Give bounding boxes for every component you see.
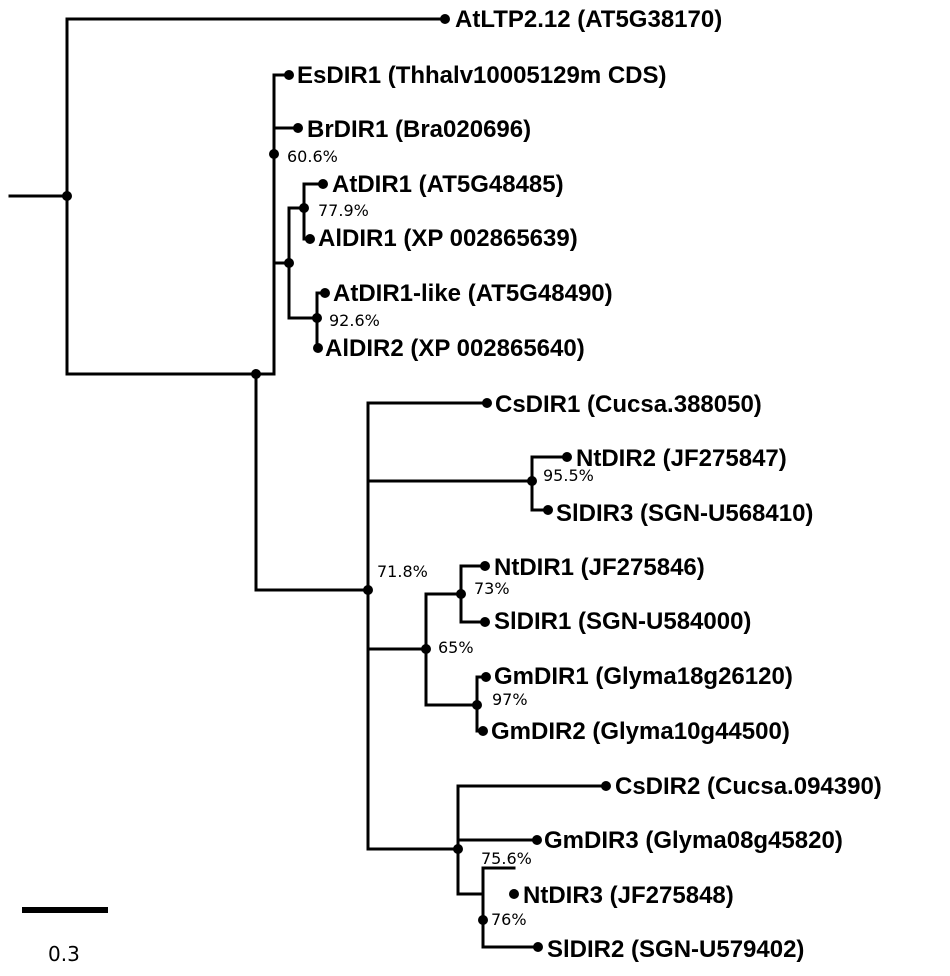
support-value-atdir1-aldir1: 77.9% bbox=[318, 201, 369, 220]
tree-node bbox=[299, 203, 309, 213]
leaf-labels: AtLTP2.12 (AT5G38170) EsDIR1 (Thhalv1000… bbox=[297, 6, 882, 963]
tree-node bbox=[509, 889, 519, 899]
leaf-label-atltp2-12: AtLTP2.12 (AT5G38170) bbox=[455, 6, 722, 33]
tree-node bbox=[562, 452, 572, 462]
tree-node bbox=[421, 644, 431, 654]
tree-node bbox=[478, 915, 488, 925]
tree-node bbox=[533, 942, 543, 952]
scale-bar-label: 0.3 bbox=[48, 942, 80, 966]
tree-node bbox=[527, 476, 537, 486]
tree-node bbox=[269, 149, 279, 159]
leaf-label-gmdir1: GmDIR1 (Glyma18g26120) bbox=[494, 663, 793, 690]
leaf-label-sldir3: SlDIR3 (SGN-U568410) bbox=[556, 500, 813, 527]
leaf-label-sldir1: SlDIR1 (SGN-U584000) bbox=[494, 608, 751, 635]
tree-node bbox=[440, 14, 450, 24]
support-value-clade3: 75.6% bbox=[481, 849, 532, 868]
tree-node bbox=[481, 672, 491, 682]
tree-node bbox=[456, 589, 466, 599]
leaf-label-aldir2: AlDIR2 (XP 002865640) bbox=[325, 335, 585, 362]
leaf-label-csdir2: CsDIR2 (Cucsa.094390) bbox=[615, 773, 882, 800]
leaf-label-brdir1: BrDIR1 (Bra020696) bbox=[307, 116, 531, 143]
tree-node bbox=[601, 781, 611, 791]
support-value-ntdir2-sldir3: 95.5% bbox=[543, 466, 594, 485]
support-value-ntdir1-sldir1: 73% bbox=[474, 579, 510, 598]
support-value-atdir1like-aldir2: 92.6% bbox=[329, 311, 380, 330]
tree-branch bbox=[254, 152, 276, 376]
support-value-gmdir1-gmdir2: 97% bbox=[492, 690, 528, 709]
tree-node bbox=[293, 123, 303, 133]
support-value-non-brassicaceae: 71.8% bbox=[377, 562, 428, 581]
leaf-label-atdir1-like: AtDIR1-like (AT5G48490) bbox=[333, 280, 613, 307]
leaf-label-aldir1: AlDIR1 (XP 002865639) bbox=[318, 225, 578, 252]
tree-node bbox=[543, 505, 553, 515]
leaf-label-ntdir2: NtDIR2 (JF275847) bbox=[576, 445, 787, 472]
tree-node bbox=[472, 700, 482, 710]
leaf-label-gmdir3: GmDIR3 (Glyma08g45820) bbox=[544, 827, 843, 854]
tree-node bbox=[284, 70, 294, 80]
leaf-label-esdir1: EsDIR1 (Thhalv10005129m CDS) bbox=[297, 62, 667, 89]
tree-node bbox=[482, 398, 492, 408]
tree-node bbox=[251, 369, 261, 379]
leaf-label-atdir1: AtDIR1 (AT5G48485) bbox=[332, 171, 564, 198]
leaf-label-ntdir1: NtDIR1 (JF275846) bbox=[494, 554, 705, 581]
tree-node bbox=[312, 313, 322, 323]
support-value-solanaceae-glycine: 65% bbox=[438, 638, 474, 657]
tree-nodes bbox=[62, 14, 611, 952]
tree-node bbox=[363, 585, 373, 595]
tree-node bbox=[478, 726, 488, 736]
leaf-label-gmdir2: GmDIR2 (Glyma10g44500) bbox=[491, 718, 790, 745]
tree-node bbox=[305, 234, 315, 244]
tree-node bbox=[532, 835, 542, 845]
leaf-label-sldir2: SlDIR2 (SGN-U579402) bbox=[547, 936, 804, 963]
tree-node bbox=[320, 288, 330, 298]
tree-node bbox=[453, 844, 463, 854]
tree-node bbox=[480, 617, 490, 627]
support-values: 60.6% 77.9% 92.6% 71.8% 95.5% 73% 65% 97… bbox=[287, 147, 594, 929]
tree-node bbox=[480, 561, 490, 571]
tree-node bbox=[284, 258, 294, 268]
leaf-label-ntdir3: NtDIR3 (JF275848) bbox=[523, 882, 734, 909]
tree-node bbox=[62, 191, 72, 201]
support-value-ntdir3-sldir2: 76% bbox=[491, 910, 527, 929]
support-value-brassicaceae: 60.6% bbox=[287, 147, 338, 166]
tree-node bbox=[313, 343, 323, 353]
leaf-label-csdir1: CsDIR1 (Cucsa.388050) bbox=[495, 391, 762, 418]
tree-node bbox=[318, 179, 328, 189]
